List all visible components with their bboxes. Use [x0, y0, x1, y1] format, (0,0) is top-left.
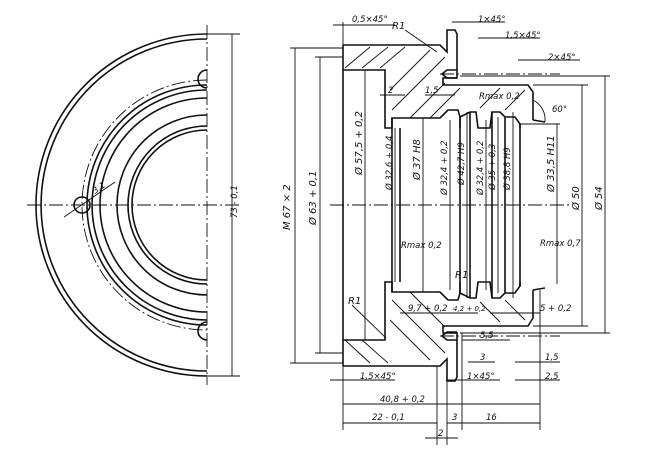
chamfer-label: 0,5×45° — [352, 15, 388, 25]
radius-label: R1 — [348, 296, 361, 307]
length-label: 3 — [480, 353, 485, 363]
top-outline — [343, 29, 534, 120]
notch-bottom — [197, 321, 208, 341]
front-view: 3,1 73 - 0,1 — [27, 25, 240, 385]
dia-label: Ø 57,5 + 0,2 — [353, 111, 365, 176]
dia-label: Ø 50 — [570, 186, 582, 211]
bolt-circle — [81, 79, 208, 331]
length-label: 2,5 — [545, 372, 559, 382]
step-label: 1,5 — [425, 86, 439, 96]
chamfer-label: 2×45° — [548, 53, 576, 63]
dimension-labels: 0,5×45° R1 1×45° 1,5×45° 2×45° 2 1,5 Rma… — [282, 15, 605, 439]
length-label: 2 — [438, 429, 443, 439]
bolt-hole — [73, 196, 91, 214]
dia-label: Ø 38,8 H9 — [502, 147, 513, 191]
length-label: 5 + 0,2 — [540, 304, 571, 314]
length-label: 3 — [452, 413, 457, 423]
hole-leader — [63, 181, 116, 218]
dia-label: Ø 42,7 H9 — [456, 142, 467, 186]
hatching — [344, 46, 526, 364]
notch-top — [197, 69, 208, 89]
length-label: 22 - 0,1 — [372, 413, 405, 423]
dia-label: Ø 33,5 H11 — [545, 135, 557, 193]
rmax-label: Rmax 0,7 — [540, 239, 581, 249]
length-label: 5,5 — [480, 331, 494, 341]
chamfer-label: 1,5×45° — [360, 372, 396, 382]
angle-label: 60° — [552, 105, 567, 115]
chamfer-label: 1×45° — [467, 372, 495, 382]
length-label: 9,7 + 0,2 — [408, 304, 448, 314]
dia-label: Ø 32,6 + 0,4 — [384, 136, 395, 191]
dia-label: Ø 32,4 + 0,2 — [475, 141, 486, 196]
bottom-outline — [343, 290, 534, 382]
dia-label: Ø 35 + 0,3 — [487, 144, 498, 191]
dia-label: Ø 63 + 0,1 — [307, 171, 319, 226]
radius-label: R1 — [455, 270, 468, 281]
step-label: 2 — [388, 86, 393, 96]
radius-label: R1 — [392, 21, 405, 32]
length-label: 4,2 + 0,2 — [453, 305, 486, 313]
length-label: 40,8 + 0,2 — [380, 395, 425, 405]
rmax-label: Rmax 0,2 — [479, 92, 520, 102]
dia-label: Ø 37 H8 — [411, 139, 423, 181]
length-label: 16 — [486, 413, 497, 423]
dia-label: Ø 54 — [593, 186, 605, 211]
chamfer-label: 1,5×45° — [505, 31, 541, 41]
length-label: 1,5 — [545, 353, 559, 363]
angle-arc — [532, 99, 546, 123]
rmax-label: Rmax 0,2 — [401, 241, 442, 251]
section-view: 0,5×45° R1 1×45° 1,5×45° 2×45° 2 1,5 Rma… — [282, 15, 610, 445]
dia-label: Ø 32,4 + 0,2 — [439, 141, 450, 196]
chamfer-label: 1×45° — [478, 15, 506, 25]
outer-arc-2 — [40, 38, 208, 372]
ring-arc-2 — [91, 89, 208, 321]
outer-dim-label: 73 - 0,1 — [230, 185, 240, 218]
ring-arc-1 — [86, 84, 208, 326]
thread-label: M 67 × 2 — [282, 184, 293, 230]
dimension-lines — [290, 21, 610, 445]
